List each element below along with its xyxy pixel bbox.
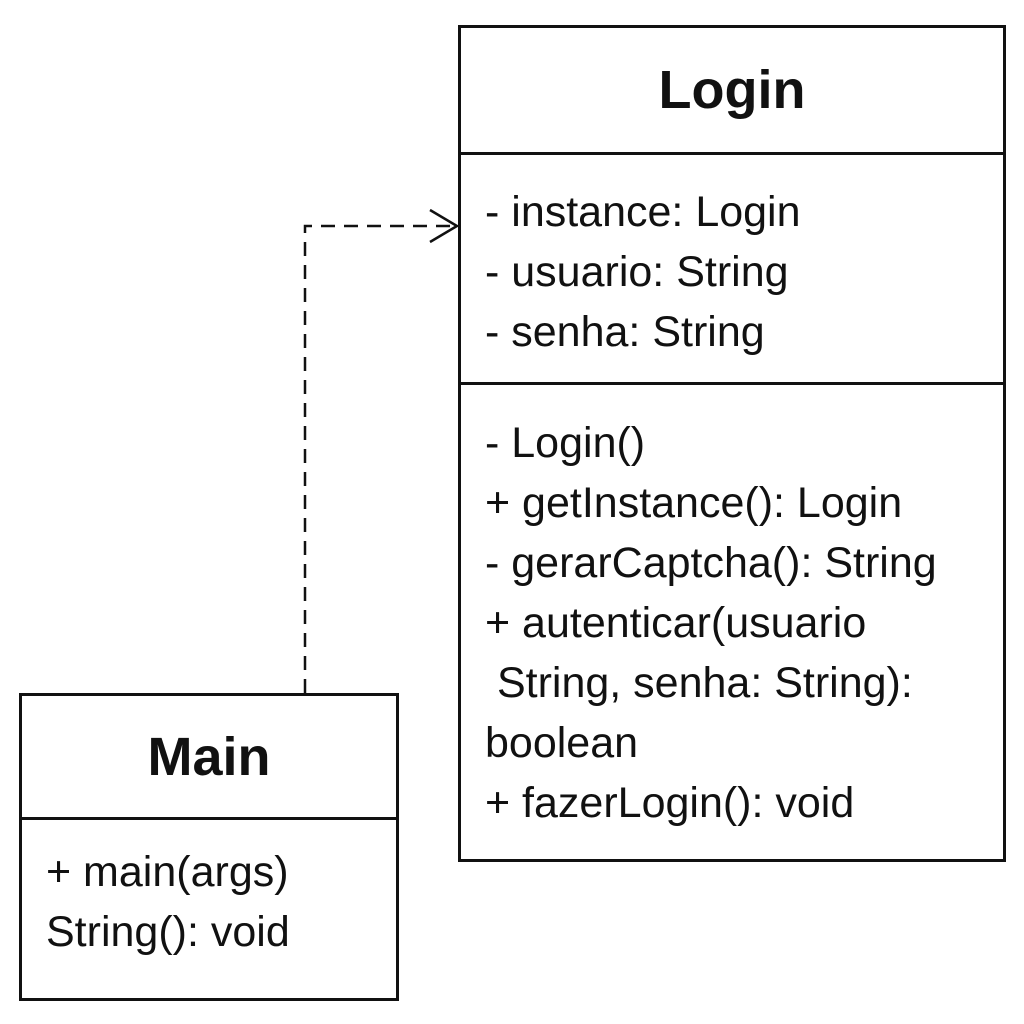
main-operations-compartment: + main(args) String(): void [22,820,396,962]
main-operation-main-cont: String(): void [46,908,290,956]
main-operation-main: + main(args) [46,848,289,896]
open-arrowhead [429,208,460,244]
dependency-line [303,224,455,693]
login-operations-compartment: - Login() + getInstance(): Login - gerar… [461,385,1003,833]
login-operation-fazerlogin: + fazerLogin(): void [485,779,855,827]
login-class-name: Login [461,28,1003,155]
login-operation-constructor: - Login() [485,419,646,467]
login-attribute-senha: - senha: String [485,308,765,356]
main-class-box[interactable]: Main + main(args) String(): void [19,693,399,1001]
login-attributes-compartment: - instance: Login - usuario: String - se… [461,155,1003,385]
login-attribute-usuario: - usuario: String [485,248,789,296]
login-operation-getinstance: + getInstance(): Login [485,479,903,527]
login-class-box[interactable]: Login - instance: Login - usuario: Strin… [458,25,1006,862]
login-attribute-instance: - instance: Login [485,188,801,236]
login-operation-gerarcaptcha: - gerarCaptcha(): String [485,539,937,587]
login-operation-autenticar-return: boolean [485,719,639,767]
main-class-name: Main [22,696,396,820]
login-operation-autenticar: + autenticar(usuario [485,599,867,647]
login-operation-autenticar-cont: String, senha: String): [485,659,913,707]
